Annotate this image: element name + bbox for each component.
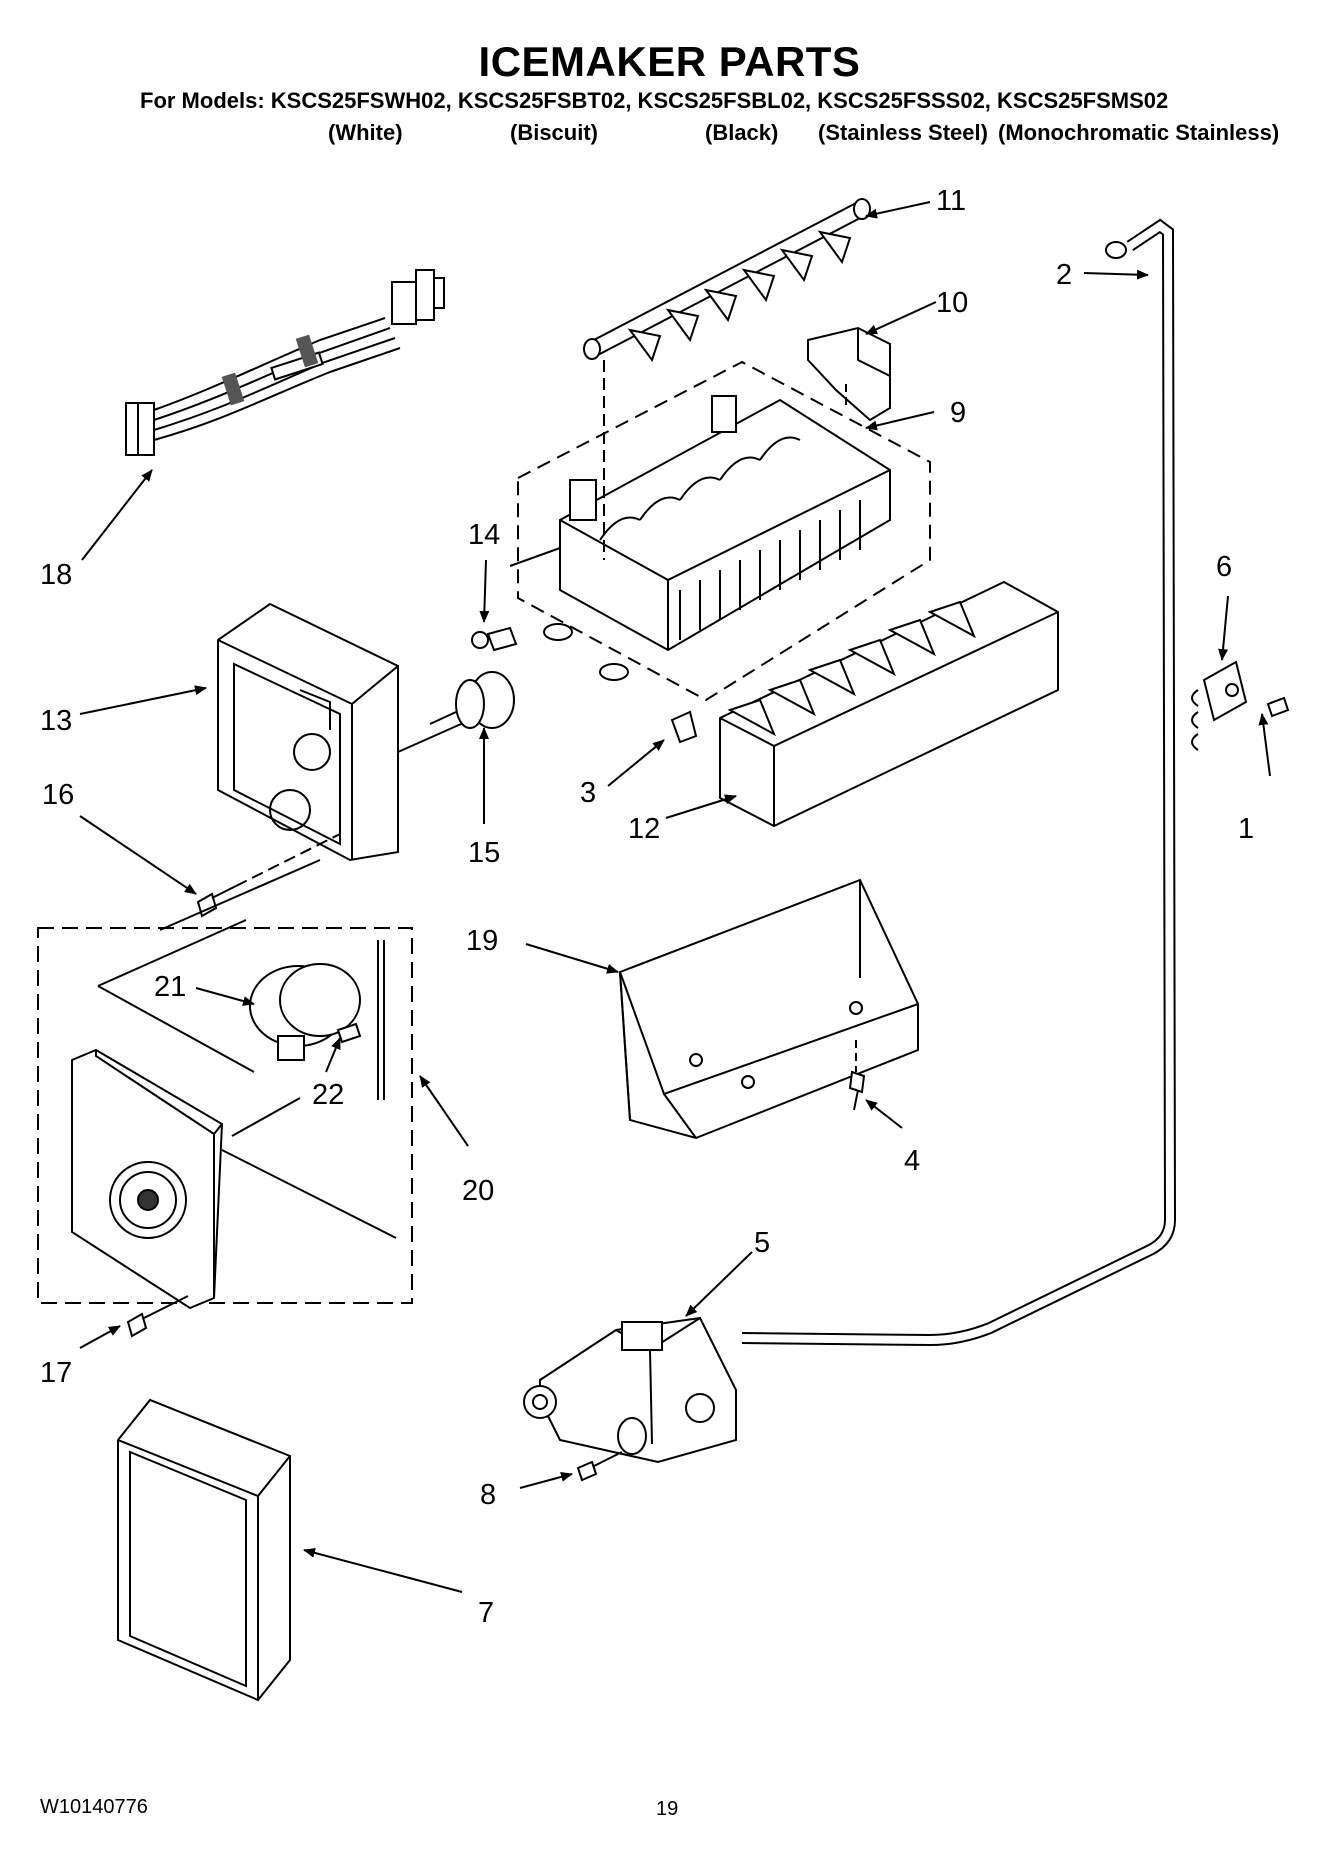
filter-cover-part xyxy=(117,1398,291,1702)
wire-harness-part xyxy=(125,269,445,456)
callout-9: 9 xyxy=(950,397,966,429)
callout-10: 10 xyxy=(936,287,968,319)
page-number: 19 xyxy=(656,1798,679,1820)
screw-1-part xyxy=(1266,696,1290,718)
leader-13 xyxy=(79,685,207,715)
callout-18: 18 xyxy=(40,559,72,591)
leader-8 xyxy=(519,1472,573,1489)
callout-2: 2 xyxy=(1056,259,1072,291)
callout-21: 21 xyxy=(154,971,186,1003)
leader-3 xyxy=(607,739,665,787)
motor-plate-part xyxy=(71,1048,397,1310)
screw-22-part xyxy=(336,1022,362,1044)
callout-12: 12 xyxy=(628,813,660,845)
screw-4-part xyxy=(848,1070,866,1111)
leader-14 xyxy=(479,559,490,623)
leader-7 xyxy=(303,1547,463,1593)
leader-2 xyxy=(1083,269,1149,280)
leader-21 xyxy=(195,987,255,1006)
color-stainless-steel: (Stainless Steel) xyxy=(818,120,988,145)
leader-17 xyxy=(79,1325,121,1349)
tray-part xyxy=(618,878,919,1140)
fill-tube-part xyxy=(741,218,1177,1347)
leader-10 xyxy=(865,301,937,335)
callout-5: 5 xyxy=(754,1227,770,1259)
thermostat-part xyxy=(429,671,515,729)
callout-7: 7 xyxy=(478,1597,494,1629)
leader-5 xyxy=(685,1251,753,1317)
callout-11: 11 xyxy=(936,185,966,217)
leader-4 xyxy=(865,1099,903,1129)
leader-18 xyxy=(81,469,153,561)
color-biscuit: (Biscuit) xyxy=(510,120,598,145)
leader-20 xyxy=(419,1075,469,1147)
leader-12 xyxy=(665,794,737,819)
callout-13: 13 xyxy=(40,705,72,737)
leader-11 xyxy=(865,201,931,219)
callout-15: 15 xyxy=(468,837,500,869)
bracket-part xyxy=(807,326,891,422)
motor-part xyxy=(249,940,385,1100)
mold-part xyxy=(509,395,891,681)
leader-22 xyxy=(325,1037,341,1073)
callout-14: 14 xyxy=(468,519,500,551)
callout-8: 8 xyxy=(480,1479,496,1511)
leader-9 xyxy=(865,411,935,431)
ejector-part xyxy=(583,198,871,363)
leader-6 xyxy=(1218,595,1229,661)
screw-17-part xyxy=(126,1295,189,1338)
color-white: (White) xyxy=(328,120,403,145)
leader-16 xyxy=(79,815,197,895)
clip-small-part xyxy=(670,710,698,744)
color-monochromatic-stainless: (Monochromatic Stainless) xyxy=(998,120,1280,145)
callout-4: 4 xyxy=(904,1145,920,1177)
cover-part xyxy=(719,580,1059,828)
water-valve-part xyxy=(523,1316,737,1464)
color-black: (Black) xyxy=(705,120,779,145)
leader-19 xyxy=(525,943,619,974)
screw-8-part xyxy=(576,1451,623,1482)
callout-1: 1 xyxy=(1238,813,1254,845)
module-body-part xyxy=(217,602,471,862)
clip-part xyxy=(471,626,518,652)
document-number: W10140776 xyxy=(40,1796,148,1818)
callout-16: 16 xyxy=(42,779,74,811)
callout-20: 20 xyxy=(462,1175,494,1207)
callout-17: 17 xyxy=(40,1357,72,1389)
callout-22: 22 xyxy=(312,1079,344,1111)
leader-1 xyxy=(1258,713,1271,777)
callout-6: 6 xyxy=(1216,551,1232,583)
page-title: ICEMAKER PARTS xyxy=(478,38,861,85)
callout-3: 3 xyxy=(580,777,596,809)
models-line: For Models: KSCS25FSWH02, KSCS25FSBT02, … xyxy=(140,88,1169,113)
tube-clamp-part xyxy=(1191,660,1248,751)
callout-19: 19 xyxy=(466,925,498,957)
